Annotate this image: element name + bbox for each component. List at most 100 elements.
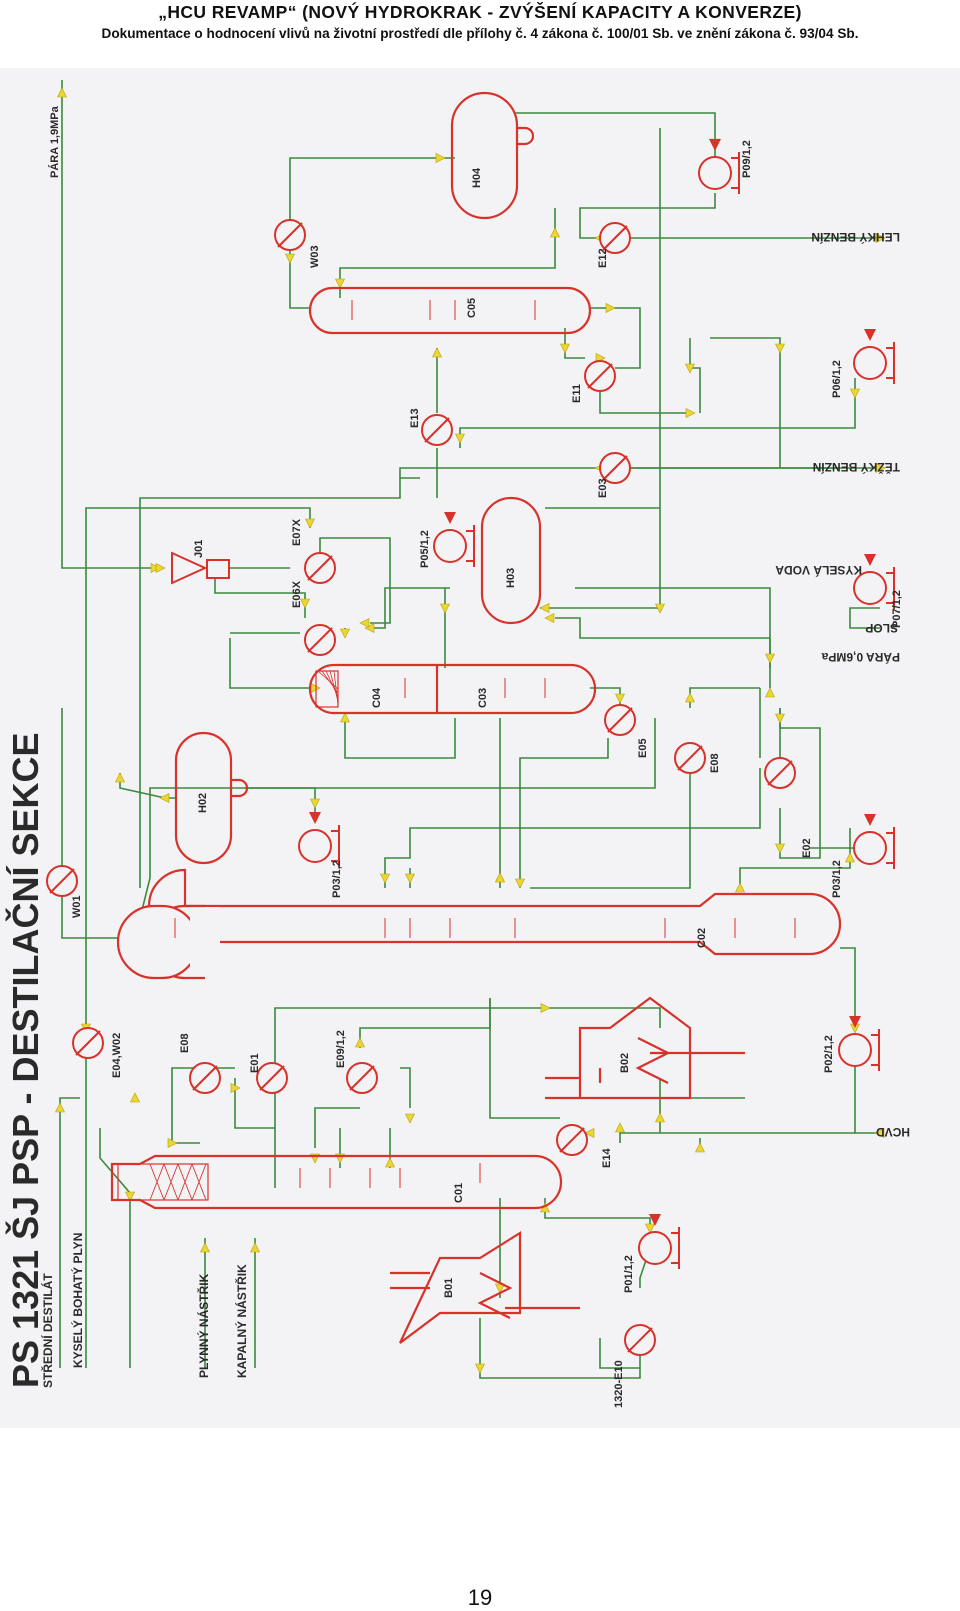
flow-arrow — [515, 878, 525, 889]
pump-p02 — [838, 1016, 880, 1071]
flow-arrow — [455, 433, 465, 444]
exchanger-e01 — [256, 1062, 288, 1094]
flow-arrow — [340, 628, 350, 639]
label-1320-e10: 1320-E10 — [613, 1360, 625, 1408]
column-c03-c04 — [308, 663, 597, 715]
pipe-line — [289, 248, 310, 309]
pump-p03 — [298, 812, 340, 867]
exchanger-w01 — [46, 865, 78, 897]
flow-arrow — [685, 363, 695, 374]
label-e09: E09/1,2 — [335, 1030, 347, 1068]
exchanger-e07x — [304, 552, 336, 584]
label-p09: P09/1,2 — [741, 140, 753, 178]
pipe-line — [234, 1078, 275, 1129]
label-h03: H03 — [505, 568, 517, 588]
label-c05: C05 — [466, 298, 478, 318]
furnace-b01-coil — [477, 1272, 513, 1319]
flow-arrow — [115, 772, 125, 783]
exchanger-e08 — [189, 1062, 221, 1094]
flow-arrow — [310, 798, 320, 809]
flow-arrow — [359, 618, 370, 628]
label-e04-w02: E04,W02 — [111, 1033, 123, 1078]
flow-arrow — [155, 563, 166, 573]
stream-tezky-benzin: TĚŽKÝ BENZÍN — [813, 460, 900, 475]
flow-arrow — [605, 303, 616, 313]
process-flow-diagram: PS 1321 ŠJ PSP - DESTILAČNÍ SEKCEH04H03H… — [4, 80, 910, 1408]
pump-p09 — [698, 139, 740, 194]
pipe-line — [370, 587, 450, 629]
label-e14: E14 — [601, 1148, 613, 1168]
pipe-line — [689, 687, 760, 708]
label-e13: E13 — [409, 408, 421, 428]
flow-arrow — [615, 693, 625, 704]
label-c02: C02 — [696, 928, 708, 948]
pipe-line — [139, 477, 420, 888]
pipe-line — [555, 617, 771, 668]
flow-arrow — [560, 343, 570, 354]
column-c02-body — [147, 868, 842, 956]
label-p06: P06/1,2 — [831, 360, 843, 398]
light-naphtha-line — [579, 193, 880, 239]
stream-lehky-benzin: LEHKÝ BENZÍN — [811, 230, 900, 245]
exchanger-w03 — [274, 219, 306, 251]
exchanger-e13 — [421, 414, 453, 446]
pipe-line — [359, 998, 491, 1048]
flow-arrow — [250, 1242, 260, 1253]
flow-arrow — [200, 1242, 210, 1253]
pipe-line — [530, 768, 691, 889]
flow-arrow — [355, 1037, 365, 1048]
document-title: „HCU REVAMP“ (NOVÝ HYDROKRAK - ZVÝŠENÍ K… — [158, 2, 802, 22]
flow-arrow — [435, 153, 446, 163]
drum-h02-boot — [231, 778, 249, 798]
pipe-line — [489, 998, 560, 1119]
flow-arrow — [550, 227, 560, 238]
pipe-line — [314, 1107, 360, 1148]
pump-p01 — [638, 1214, 680, 1269]
flow-arrow — [405, 1113, 415, 1124]
pump-p03 — [853, 814, 895, 869]
flow-arrow — [150, 563, 161, 573]
exchanger-e02 — [764, 757, 796, 789]
label-e02: E02 — [801, 838, 813, 858]
label-e05: E05 — [637, 738, 649, 758]
label-e01: E01 — [249, 1053, 261, 1073]
flow-arrow — [845, 852, 855, 863]
label-b01: B01 — [443, 1278, 455, 1298]
stream-kysela-voda: KYSELÁ VODA — [775, 563, 862, 578]
drum-h02 — [174, 731, 233, 865]
flow-arrow — [775, 713, 785, 724]
label-e06x: E06X — [291, 580, 303, 608]
pipe-line — [119, 773, 175, 799]
flow-arrow — [440, 603, 450, 614]
flow-arrow — [645, 1223, 655, 1234]
drum-h04 — [450, 91, 519, 220]
pipe-line — [515, 112, 716, 158]
pipe-line — [229, 638, 315, 689]
exchanger-e14 — [556, 1124, 588, 1156]
pipe-line — [319, 537, 391, 624]
label-c01: C01 — [453, 1183, 465, 1203]
label-c03: C03 — [477, 688, 489, 708]
pump-p06 — [853, 329, 895, 384]
pipe-line — [619, 1058, 856, 1143]
column-c02-end — [116, 904, 200, 980]
pipe-line — [384, 768, 761, 888]
flow-arrow — [685, 692, 695, 703]
label-e12: E12 — [597, 248, 609, 268]
pipe-line — [710, 337, 781, 468]
pipe-line — [85, 507, 311, 1368]
exchanger-e12 — [599, 222, 631, 254]
label-b02: B02 — [619, 1053, 631, 1073]
column-c01-packing — [117, 1163, 209, 1201]
pipe-line — [400, 1067, 411, 1108]
stream-stredni-destilat: STŘEDNÍ DESTILÁT — [40, 1273, 55, 1388]
stream-hcvd: HCVD — [876, 1125, 910, 1139]
flow-arrow — [432, 347, 442, 358]
document-subtitle: Dokumentace o hodnocení vlivů na životní… — [101, 26, 859, 41]
flow-arrow — [539, 603, 550, 613]
ejector-j01-nozzle — [171, 551, 208, 585]
exchanger-e11 — [584, 360, 616, 392]
flow-arrow — [285, 253, 295, 264]
label-e07x: E07X — [291, 518, 303, 546]
